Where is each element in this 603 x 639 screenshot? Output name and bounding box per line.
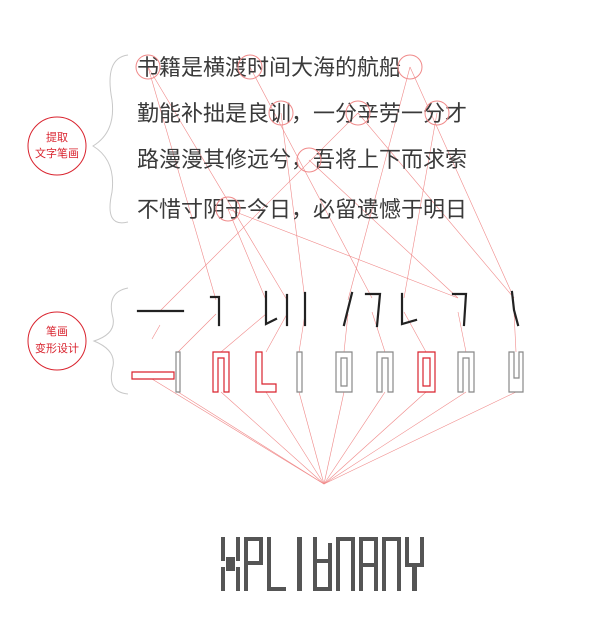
transformed-7 [376,351,394,393]
char-highlights [135,54,450,222]
logo-letter-x-1 [221,537,240,591]
logo-letter-l-3 [267,537,286,591]
guide-to-focus-10 [323,391,517,485]
label-transform-strokes: 笔画 变形设计 [27,311,87,371]
guide-stroke-to-transformed-6 [343,313,349,353]
brace-poem [92,54,129,224]
highlight-char-1 [135,54,161,80]
guide-to-focus-2 [177,391,325,485]
label-transform-line1: 笔画 [46,324,68,338]
stroke-pie [342,291,354,327]
poem-line-1: 书籍是横渡时间大海的航船 [137,56,401,81]
poem-line-3: 路漫漫其修远兮，吾将上下而求索 [137,148,467,173]
transformed-4 [255,351,277,393]
transformed-9 [457,351,475,393]
logo-letter-r-6 [336,537,355,591]
guide-char-to-stroke-2 [249,66,373,299]
label-extract-line1: 提取 [46,131,68,144]
label-extract-line2: 文字笔画 [35,146,79,160]
guide-char-to-stroke-8 [227,208,267,301]
guide-stroke-to-transformed-10 [513,311,517,353]
guide-stroke-to-transformed-3 [220,313,267,353]
highlight-char-6 [424,100,450,126]
logo-letter-y-9 [405,537,424,591]
guide-char-to-stroke-7 [308,159,459,299]
guide-to-focus-1 [151,378,325,485]
label-extract-strokes: 提取 文字笔画 [27,116,87,176]
guide-char-to-stroke-11 [357,112,515,299]
stroke-shuti [264,290,278,326]
guide-to-focus-3 [220,391,325,485]
guide-char-to-stroke-1 [147,66,288,301]
highlight-char-3 [397,54,423,80]
poem-block: 书籍是横渡时间大海的航船 勤能补拙是良训，一分辛劳一分才 路漫漫其修远兮，吾将上… [137,56,467,223]
highlight-char-2 [237,54,263,80]
guide-stroke-to-transformed-7 [371,311,386,353]
guide-stroke-to-transformed-9 [457,311,467,353]
guide-char-to-stroke-10 [347,66,411,301]
highlight-char-8 [215,196,241,222]
transformed-10 [508,351,524,393]
label-transform-line2: 变形设计 [35,341,79,355]
logo-letter-i-4 [297,537,302,591]
guide-char-to-stroke-5 [159,112,359,312]
stroke-hengzhe [364,292,382,328]
guide-to-focus-8 [323,391,427,485]
poem-line-2: 勤能补拙是良训，一分辛劳一分才 [137,102,467,127]
guide-stroke-to-transformed-8 [403,311,427,353]
logo-xplibrary [221,537,424,591]
guide-char-to-stroke-6 [403,112,438,299]
stroke-hengzhegou [451,292,468,327]
guide-to-focus-6 [323,391,345,485]
logo-text: XPLIBRARY [319,610,325,613]
connector-lines [147,66,517,485]
extracted-strokes-row [136,290,520,328]
logo-letter-a-7 [359,537,378,591]
highlight-char-5 [345,100,371,126]
stroke-shuzhe [400,292,418,326]
stroke-shu-curved [510,290,520,327]
highlight-char-7 [296,147,322,173]
transformed-1 [131,371,175,380]
brace-strokes [92,287,129,395]
poem-line-4: 不惜寸阴于今日，必留遗憾于明日 [137,198,467,223]
transformed-5 [296,351,303,393]
guide-to-focus-9 [323,391,467,485]
transformed-3 [212,351,230,393]
guide-char-to-stroke-9 [147,66,217,301]
guide-char-to-stroke-12 [227,208,459,299]
guide-stroke-to-transformed-4 [265,313,288,353]
guide-to-focus-7 [323,391,386,485]
guide-stroke-to-transformed-1 [151,324,161,340]
logo-letter-b-5 [313,537,332,591]
stroke-hengzhe-short [209,295,221,327]
guide-char-to-stroke-4 [280,112,306,301]
transformed-6 [335,351,353,393]
logo-letter-p-2 [244,537,263,591]
transformed-strokes-row [131,351,524,393]
highlight-char-4 [268,100,294,126]
guide-stroke-to-transformed-2 [177,313,217,353]
transformed-8 [417,351,436,393]
guide-to-focus-4 [265,391,325,485]
transformed-2 [175,351,181,393]
guide-to-focus-5 [298,391,325,485]
logo-letter-r-8 [382,537,401,591]
